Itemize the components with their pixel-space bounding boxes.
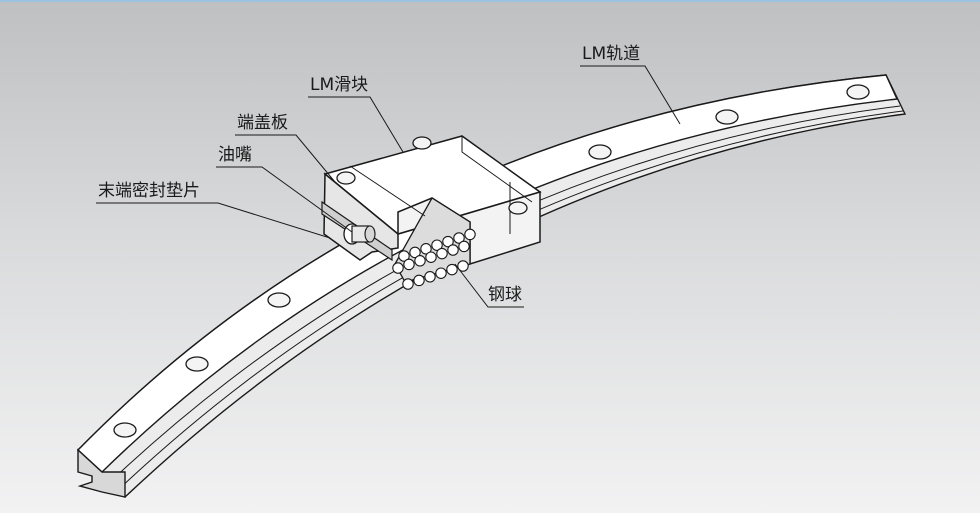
steel-ball bbox=[447, 244, 459, 256]
rail-mounting-hole bbox=[715, 109, 739, 125]
steel-ball bbox=[414, 255, 426, 267]
steel-ball bbox=[409, 246, 421, 259]
block-mounting-hole bbox=[508, 201, 528, 215]
label-lm-block: LM滑块 bbox=[310, 75, 369, 95]
label-grease-nipple: 油嘴 bbox=[218, 145, 252, 165]
steel-ball bbox=[464, 228, 476, 241]
steel-ball bbox=[402, 278, 414, 290]
rail-top-face bbox=[76, 74, 899, 473]
steel-ball bbox=[442, 235, 454, 248]
steel-ball bbox=[431, 239, 443, 251]
leader-line-lm-rail bbox=[580, 65, 681, 125]
block-edge-line bbox=[349, 165, 426, 217]
rail-mounting-hole bbox=[185, 356, 209, 372]
rail-mounting-hole bbox=[113, 422, 137, 438]
steel-ball bbox=[392, 262, 404, 274]
steel-ball bbox=[403, 258, 415, 271]
lm-rail bbox=[76, 74, 907, 498]
label-lm-rail: LM轨道 bbox=[582, 44, 641, 64]
leader-lines bbox=[96, 65, 681, 308]
rail-mounting-hole bbox=[588, 144, 612, 160]
steel-ball bbox=[424, 271, 436, 283]
label-steel-balls: 钢球 bbox=[488, 285, 522, 305]
steel-ball bbox=[420, 243, 432, 255]
block-mounting-hole bbox=[412, 136, 432, 150]
steel-ball bbox=[457, 260, 469, 272]
steel-ball bbox=[398, 250, 410, 262]
leader-line-end-seal bbox=[96, 202, 331, 239]
steel-ball bbox=[436, 247, 448, 260]
steel-ball bbox=[453, 232, 465, 244]
leader-line-steel-balls bbox=[454, 263, 524, 308]
rail-mounting-hole bbox=[846, 84, 870, 100]
leader-line-end-cap bbox=[235, 134, 336, 183]
steel-ball bbox=[458, 240, 470, 253]
label-end-seal: 末端密封垫片 bbox=[98, 181, 200, 201]
rail-end-profile bbox=[77, 448, 126, 498]
block-edge-line bbox=[461, 136, 533, 203]
block-mounting-hole bbox=[336, 171, 356, 185]
steel-balls-group bbox=[392, 228, 476, 290]
grease-nipple bbox=[343, 223, 376, 245]
rail-mounting-hole bbox=[267, 292, 291, 308]
leader-line-grease-nipple bbox=[216, 166, 353, 233]
label-end-cap: 端盖板 bbox=[237, 113, 288, 133]
leader-line-lm-block bbox=[308, 96, 404, 153]
steel-ball bbox=[446, 263, 458, 276]
steel-ball bbox=[425, 251, 437, 263]
lm-block bbox=[321, 135, 542, 283]
steel-ball bbox=[413, 274, 425, 287]
steel-ball bbox=[435, 267, 447, 279]
